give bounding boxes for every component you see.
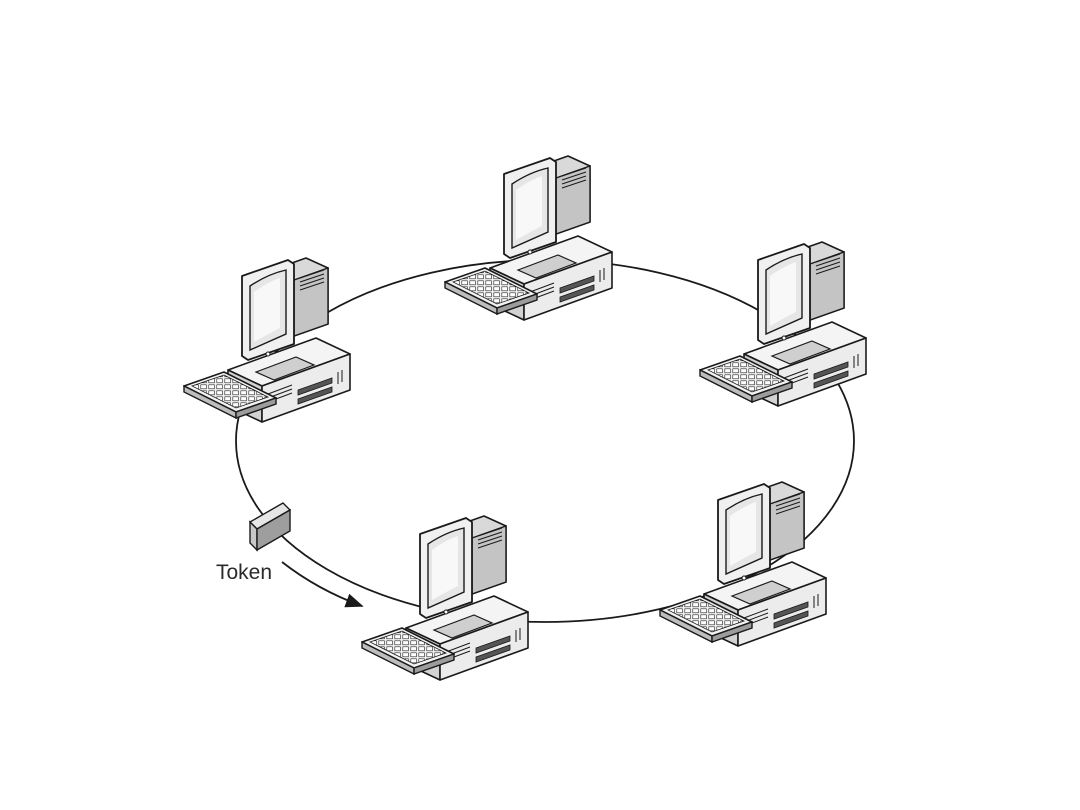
desktop-computer-icon <box>183 257 351 423</box>
desktop-computer-icon <box>361 515 529 681</box>
desktop-computer-icon <box>659 481 827 647</box>
token-packet-icon <box>248 502 292 552</box>
desktop-computer-icon <box>699 241 867 407</box>
desktop-computer-icon <box>444 155 613 321</box>
token-direction-arrow <box>281 561 364 608</box>
token-label: Token <box>216 561 272 584</box>
